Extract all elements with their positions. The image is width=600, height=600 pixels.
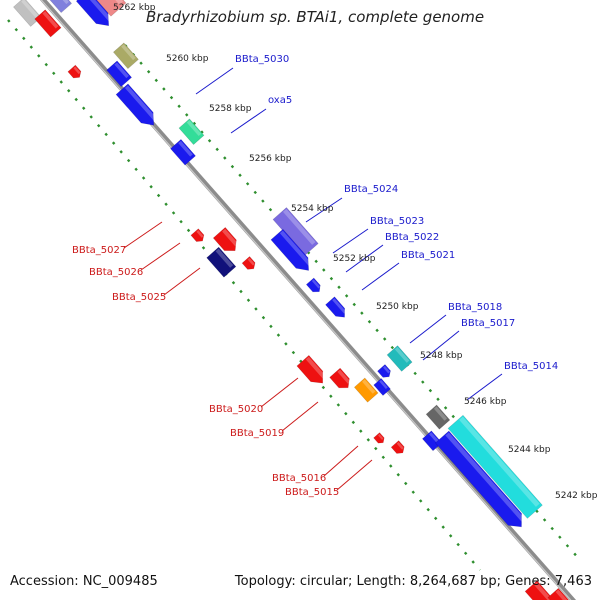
feature-oxa5[interactable] <box>178 118 205 146</box>
label-bbta5017[interactable]: BBta_5017 <box>461 318 515 329</box>
label-oxa5[interactable]: oxa5 <box>268 95 292 106</box>
tick-5242: 5242 kbp <box>555 491 598 501</box>
label-bbta5014[interactable]: BBta_5014 <box>504 361 558 372</box>
feature-bbta5025[interactable] <box>241 256 257 272</box>
label-bbta5027-leader <box>123 221 163 249</box>
label-bbta5025-leader <box>163 267 201 296</box>
feature-olive[interactable] <box>112 42 139 70</box>
feature-blue-5014b[interactable] <box>421 430 443 452</box>
label-bbta5019-leader <box>281 401 319 432</box>
feature-bbta5016[interactable] <box>373 432 387 446</box>
label-bbta5024[interactable]: BBta_5024 <box>344 184 398 195</box>
tick-5244: 5244 kbp <box>508 445 551 455</box>
feature-bbta5017[interactable] <box>386 345 413 372</box>
feature-blue-long[interactable] <box>434 430 528 533</box>
feature-bbta5022[interactable] <box>305 277 323 295</box>
label-bbta5020-leader <box>260 377 299 408</box>
tick-5262: 5262 kbp <box>113 3 156 13</box>
tick-5256: 5256 kbp <box>249 154 292 164</box>
feature-lavender-top[interactable] <box>43 0 73 14</box>
label-bbta5015[interactable]: BBta_5015 <box>285 487 339 498</box>
feature-red-5027b[interactable] <box>212 226 241 256</box>
tick-5248: 5248 kbp <box>420 351 463 361</box>
tick-5254: 5254 kbp <box>291 204 334 214</box>
label-bbta5025[interactable]: BBta_5025 <box>112 292 166 303</box>
label-bbta5021[interactable]: BBta_5021 <box>401 250 455 261</box>
feature-bbta5019[interactable] <box>353 377 379 403</box>
tick-5258: 5258 kbp <box>209 104 252 114</box>
label-oxa5-leader <box>230 108 267 134</box>
feature-bbta5015[interactable] <box>390 440 406 457</box>
accession-text: Accession: NC_009485 <box>10 574 158 589</box>
feature-bbta5027[interactable] <box>206 246 237 278</box>
label-bbta5023[interactable]: BBta_5023 <box>370 216 424 227</box>
label-bbta5018[interactable]: BBta_5018 <box>448 302 502 313</box>
tick-5250: 5250 kbp <box>376 302 419 312</box>
label-leader-lines <box>123 67 503 491</box>
label-bbta5019[interactable]: BBta_5019 <box>230 428 284 439</box>
label-bbta5015-leader <box>336 459 373 491</box>
gene-labels: BBta_5030 oxa5BBta_5024BBta_5023BBta_5022… <box>72 54 558 498</box>
feature-grey-top[interactable] <box>13 0 42 27</box>
feature-cyan-long[interactable] <box>447 414 543 519</box>
feature-bbta5018[interactable] <box>377 364 392 380</box>
feature-blue-arrow[interactable] <box>75 0 114 31</box>
feature-bbta5023[interactable] <box>270 228 315 276</box>
label-bbta5030[interactable]: BBta_5030 <box>235 54 289 65</box>
label-bbta5016[interactable]: BBta_5016 <box>272 473 326 484</box>
tick-5246: 5246 kbp <box>464 397 507 407</box>
feature-red-5027a[interactable] <box>190 228 206 245</box>
label-bbta5017-leader <box>422 330 460 361</box>
label-bbta5016-leader <box>323 445 359 477</box>
tick-5252: 5252 kbp <box>333 254 376 264</box>
label-bbta5026[interactable]: BBta_5026 <box>89 267 143 278</box>
feature-bbta5030[interactable] <box>115 83 160 131</box>
tick-5260: 5260 kbp <box>166 54 209 64</box>
position-ticks: 5262 kbp 5260 kbp 5258 kbp 5256 kbp 5254 kbp… <box>113 3 598 501</box>
feature-red-small[interactable] <box>67 64 83 81</box>
label-bbta5022[interactable]: BBta_5022 <box>385 232 439 243</box>
label-bbta5024-leader <box>305 197 343 223</box>
feature-bbta5021[interactable] <box>325 296 350 321</box>
feature-blue-oxa[interactable] <box>170 138 196 166</box>
feature-blue-small[interactable] <box>106 60 133 88</box>
label-bbta5030-leader <box>195 67 234 95</box>
feature-bbta5014[interactable] <box>425 404 451 430</box>
feature-blue-5018b[interactable] <box>373 378 391 396</box>
feature-bbta5020b[interactable] <box>329 367 354 392</box>
feature-red-top[interactable] <box>34 9 62 38</box>
genome-summary-text: Topology: circular; Length: 8,264,687 bp… <box>234 574 592 589</box>
label-bbta5021-leader <box>361 262 400 291</box>
label-bbta5014-leader <box>466 373 503 401</box>
feature-bbta5020a[interactable] <box>296 354 329 388</box>
label-bbta5018-leader <box>409 314 447 344</box>
label-bbta5020[interactable]: BBta_5020 <box>209 404 263 415</box>
label-bbta5027[interactable]: BBta_5027 <box>72 245 126 256</box>
tick-track-inner <box>7 19 481 571</box>
label-bbta5026-leader <box>140 242 181 271</box>
label-bbta5023-leader <box>332 228 369 254</box>
gene-features <box>13 0 575 600</box>
label-bbta5022-leader <box>345 244 384 273</box>
map-title: Bradyrhizobium sp. BTAi1, complete genom… <box>146 8 485 26</box>
